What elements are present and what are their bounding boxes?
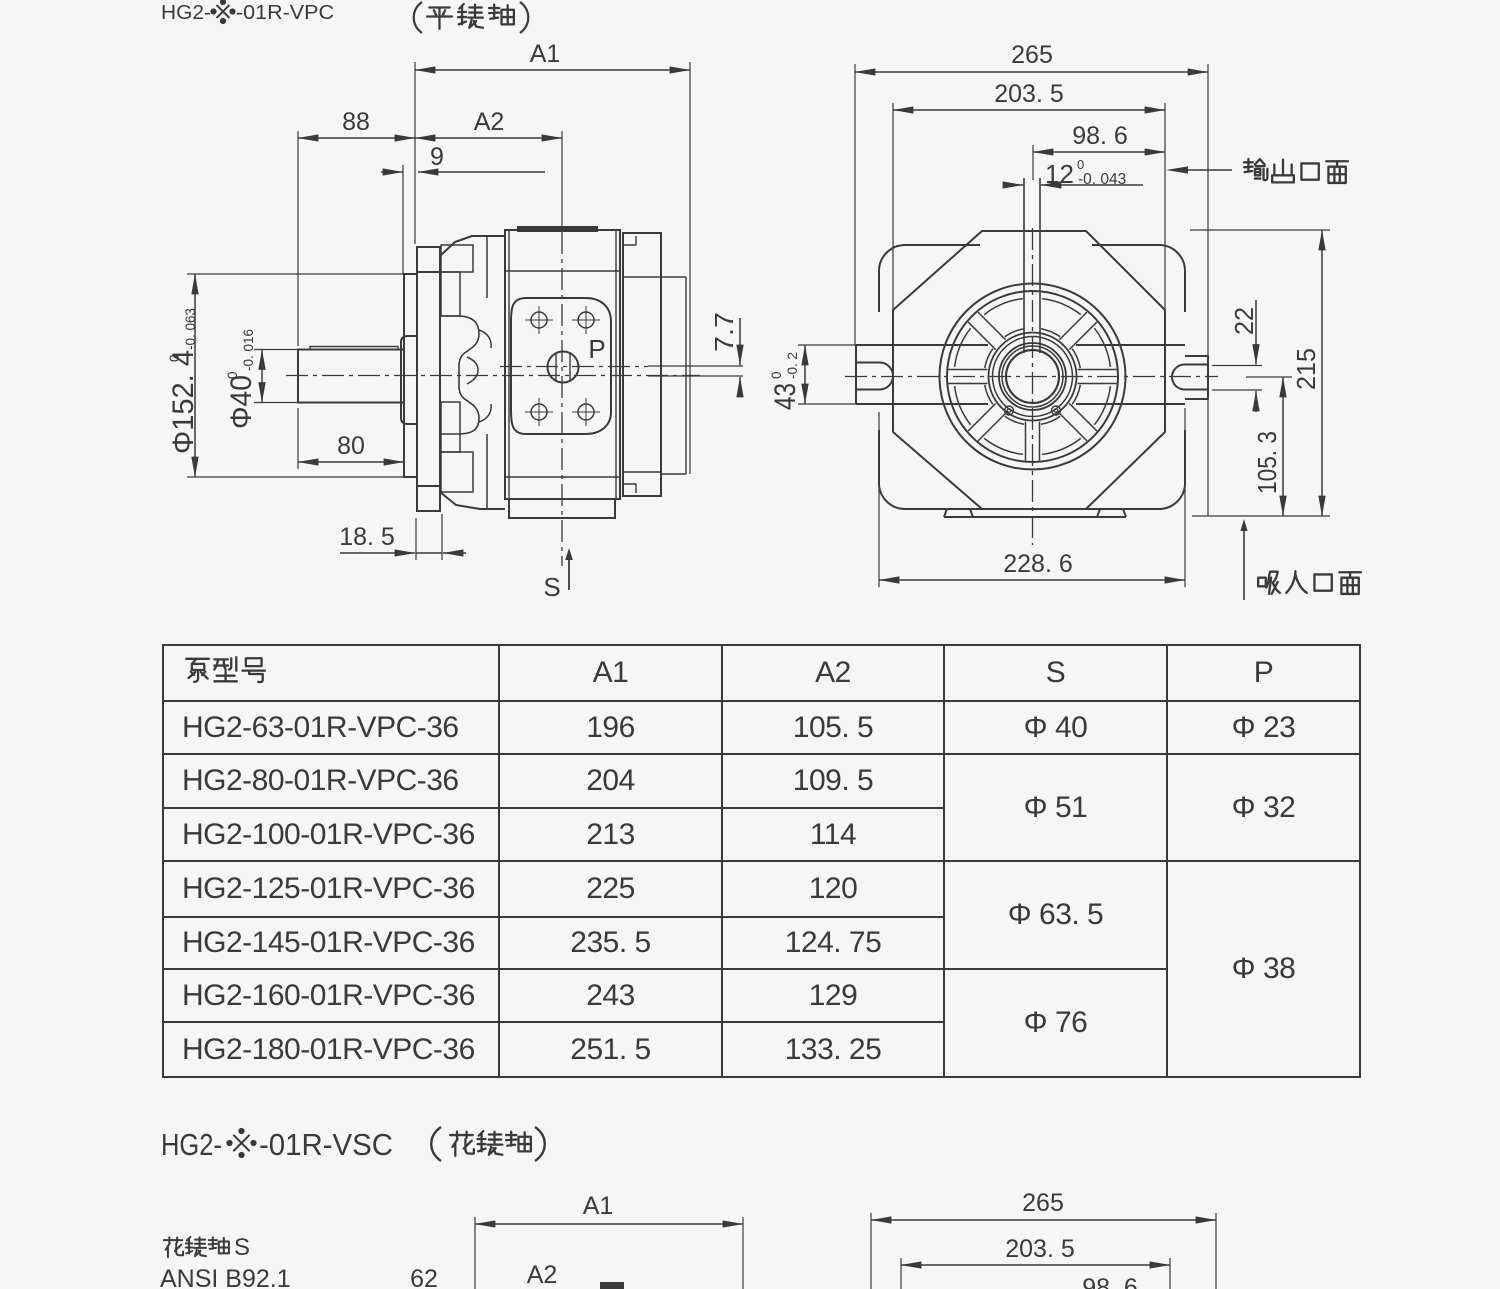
svg-text:98. 6: 98. 6 — [1082, 1274, 1138, 1289]
svg-text:22: 22 — [1229, 307, 1259, 335]
svg-text:0: 0 — [225, 371, 240, 379]
svg-text:S: S — [234, 1234, 250, 1261]
svg-text:Φ40: Φ40 — [225, 375, 258, 429]
svg-text:43: 43 — [769, 383, 802, 410]
svg-text:9: 9 — [430, 143, 444, 171]
svg-text:A2: A2 — [527, 1261, 558, 1289]
svg-text:P: P — [588, 334, 605, 364]
svg-text:0: 0 — [167, 354, 182, 362]
svg-text:215: 215 — [1291, 348, 1321, 390]
svg-text:-0. 043: -0. 043 — [1078, 171, 1126, 188]
svg-text:0: 0 — [1077, 157, 1084, 172]
svg-text:203. 5: 203. 5 — [1005, 1235, 1075, 1263]
svg-text:S: S — [543, 572, 560, 602]
svg-text:-0. 2: -0. 2 — [785, 352, 800, 379]
svg-text:-0. 063: -0. 063 — [183, 308, 198, 350]
svg-text:98. 6: 98. 6 — [1072, 122, 1128, 150]
svg-text:80: 80 — [337, 432, 365, 460]
svg-text:265: 265 — [1011, 41, 1053, 69]
svg-text:62: 62 — [410, 1265, 438, 1289]
svg-text:A2: A2 — [474, 108, 505, 136]
svg-text:HG2-: HG2- — [161, 2, 211, 24]
svg-text:0: 0 — [769, 371, 784, 379]
svg-text:18. 5: 18. 5 — [339, 523, 395, 551]
svg-text:HG2-: HG2- — [161, 1127, 222, 1162]
svg-text:A1: A1 — [530, 40, 561, 68]
svg-text:7.7: 7.7 — [709, 312, 739, 352]
svg-text:A1: A1 — [583, 1192, 614, 1220]
svg-text:-01R-VPC: -01R-VPC — [236, 2, 334, 24]
svg-text:Φ152. 4: Φ152. 4 — [167, 350, 200, 454]
svg-text:-0. 016: -0. 016 — [241, 329, 256, 371]
svg-text:203. 5: 203. 5 — [994, 80, 1064, 108]
svg-text:-01R-VSC: -01R-VSC — [259, 1127, 393, 1162]
svg-text:88: 88 — [342, 108, 370, 136]
svg-text:12: 12 — [1045, 159, 1074, 189]
svg-text:ANSI B92.1: ANSI B92.1 — [160, 1265, 291, 1289]
svg-text:105. 3: 105. 3 — [1252, 431, 1282, 494]
svg-text:228. 6: 228. 6 — [1003, 550, 1073, 578]
svg-text:265: 265 — [1022, 1189, 1064, 1217]
